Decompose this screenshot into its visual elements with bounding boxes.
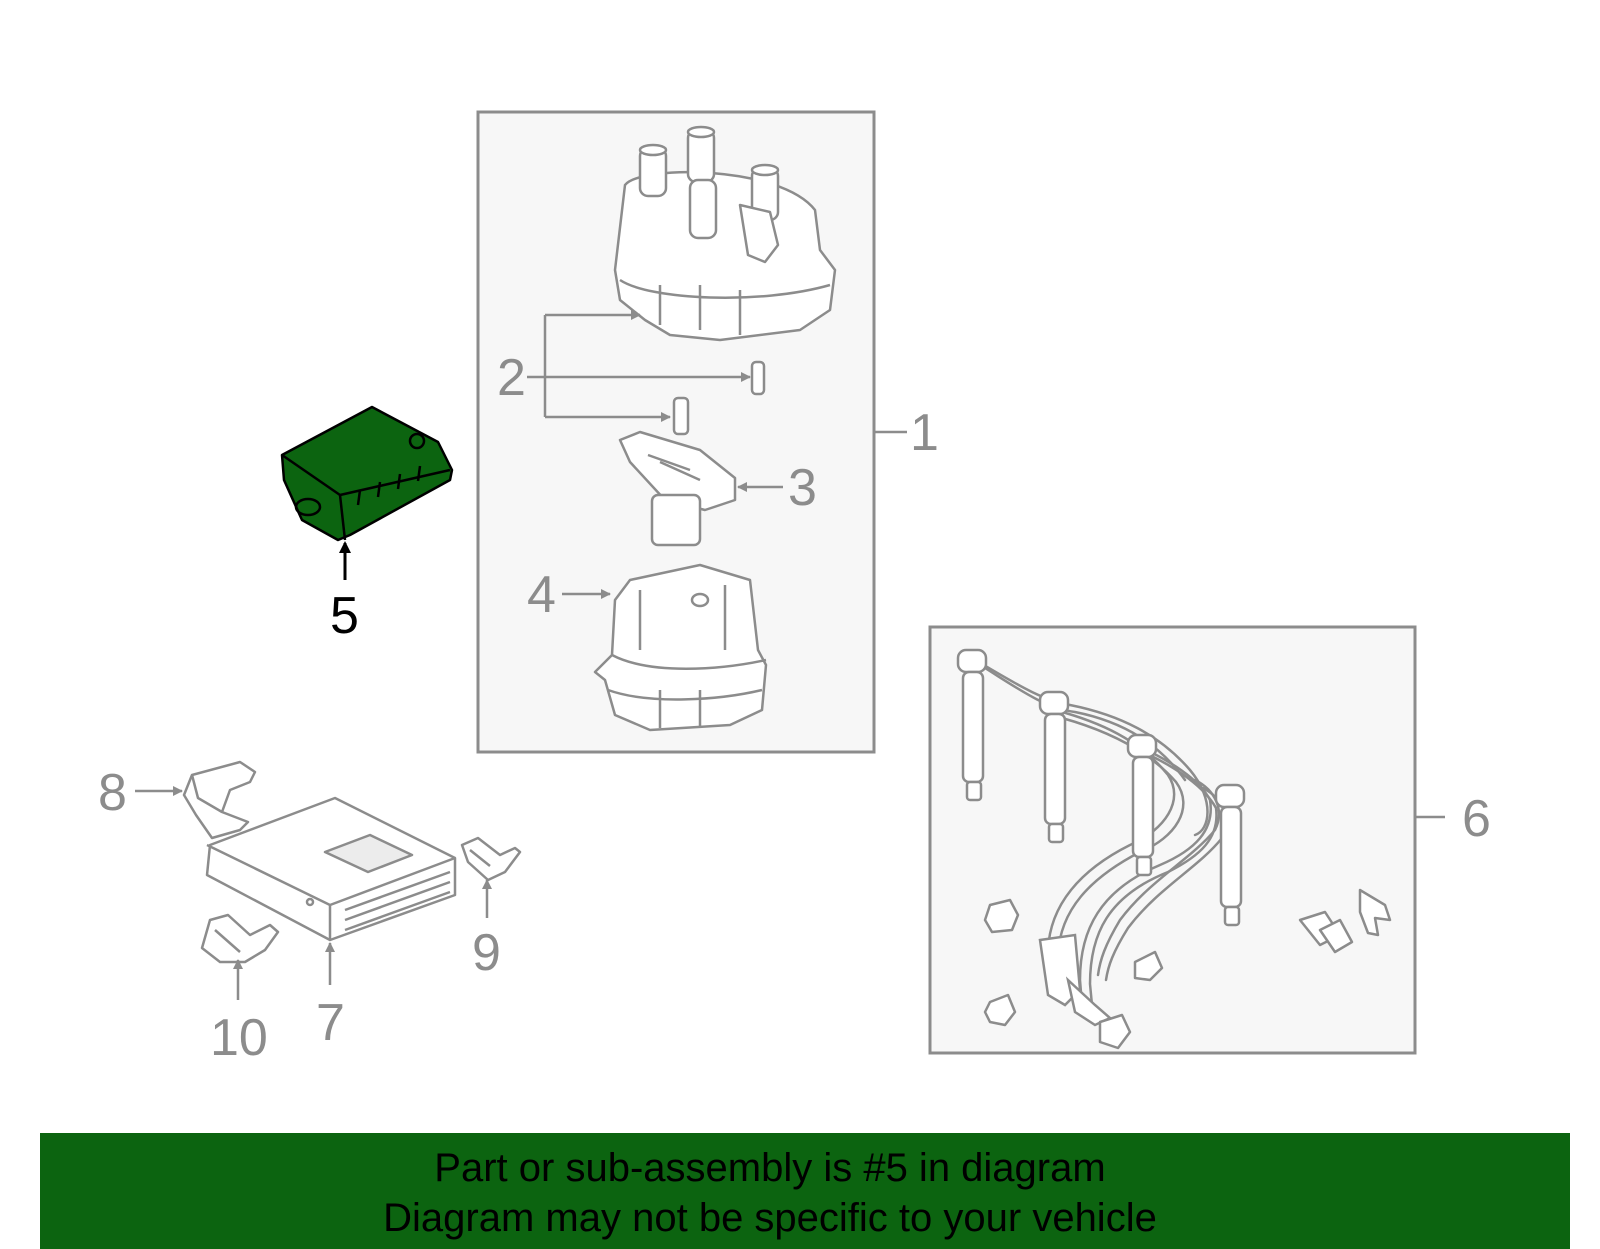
plug-boots <box>956 648 1246 1027</box>
rotor <box>618 430 737 547</box>
ignition-coil-housing <box>593 563 768 732</box>
banner-line-2: Diagram may not be specific to your vehi… <box>383 1196 1157 1240</box>
bracket-9 <box>460 836 522 882</box>
distributor-cap <box>613 125 837 342</box>
callout-3: 3 <box>788 459 817 517</box>
callout-8: 8 <box>98 764 127 822</box>
bracket-8 <box>182 760 257 840</box>
banner-line-1: Part or sub-assembly is #5 in diagram <box>434 1146 1106 1190</box>
bracket-10 <box>200 913 280 964</box>
callout-1: 1 <box>910 404 939 462</box>
callout-2: 2 <box>497 349 526 407</box>
ecu <box>205 796 457 942</box>
info-banner: Part or sub-assembly is #5 in diagram Di… <box>40 1133 1570 1249</box>
callout-7: 7 <box>316 994 345 1052</box>
leader-lines-panel-1 <box>527 310 907 599</box>
callout-4: 4 <box>527 566 556 624</box>
callout-9: 9 <box>472 924 501 982</box>
wire-clips <box>983 888 1392 1050</box>
callout-10: 10 <box>210 1009 268 1067</box>
callout-6: 6 <box>1462 790 1491 848</box>
wire-set-panel <box>928 625 1417 1055</box>
screw-parts <box>672 360 766 436</box>
highlighted-part-5-module <box>280 405 454 542</box>
callout-5: 5 <box>330 587 359 645</box>
